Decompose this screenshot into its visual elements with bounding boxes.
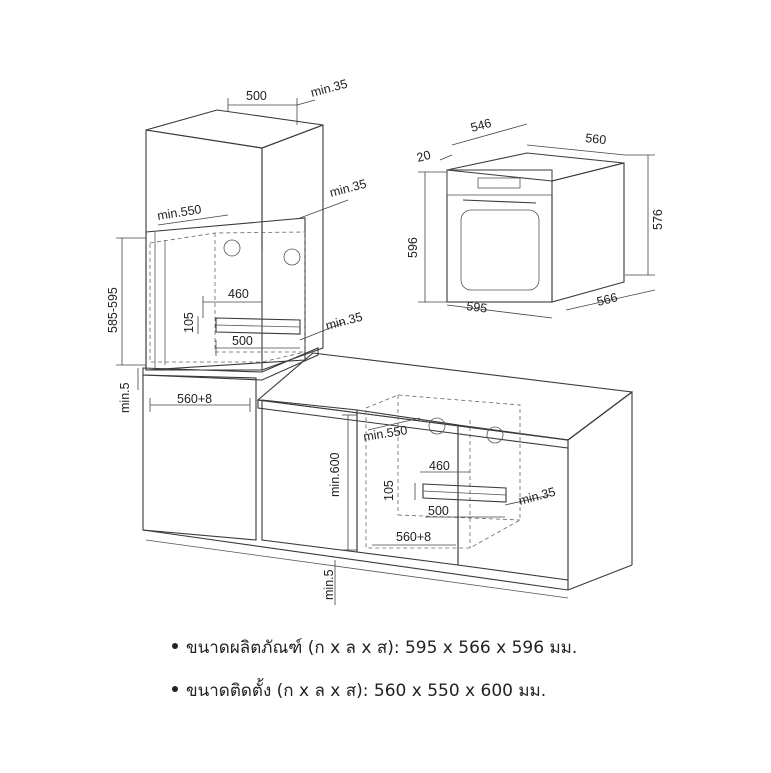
dim-oven-depth: 566 [595,290,619,309]
dim-oven-depth-total: 560 [585,131,607,147]
base-cabinets [142,352,634,599]
bullet-icon [172,643,178,649]
dim-tall-base-gap: min.5 [118,382,132,413]
dim-tall-width: 560+8 [177,392,212,406]
dim-tall-vent-height: 105 [182,312,196,333]
dim-under-base-gap: min.5 [322,569,336,600]
dim-under-depth: min.550 [362,423,408,444]
oven-window [460,209,540,291]
cable-hole-icon [223,239,241,257]
dim-tall-height: 585-595 [106,287,120,333]
dim-tall-clearance: min.35 [328,177,368,200]
oven-control-panel [446,169,553,196]
dim-under-height: min.600 [328,452,342,497]
tall-cabinet [142,109,324,381]
spec-product-size: ขนาดผลิตภัณฑ์ (ก x ล x ส): 595 x 566 x 5… [172,634,577,661]
dim-tall-depth: min.550 [156,202,202,223]
dim-oven-depth-body: 546 [469,116,493,135]
cable-hole-icon [428,417,446,435]
dim-oven-front-height: 596 [406,237,420,258]
dim-top-clearance: min.35 [309,77,349,100]
dim-under-vent-width: 460 [429,459,450,473]
dim-tall-bottom-depth: 500 [232,334,253,348]
oven-front [446,169,553,303]
cable-hole-icon [283,248,301,266]
dim-under-vent-height: 105 [382,480,396,501]
dim-under-bottom-depth: 500 [428,504,449,518]
cable-hole-icon [486,426,504,444]
dim-oven-body-height: 576 [651,209,665,230]
spec-install-size: ขนาดติดตั้ง (ก x ล x ส): 560 x 550 x 600… [172,677,546,704]
oven-display [477,177,521,189]
dim-oven-front-inset: 20 [415,148,432,165]
dim-under-width: 560+8 [396,530,431,544]
dimension-lines [116,98,656,605]
oven-handle [462,199,537,204]
dim-tall-vent-width: 460 [228,287,249,301]
spec-install-size-text: ขนาดติดตั้ง (ก x ล x ส): 560 x 550 x 600… [186,681,547,701]
bullet-icon [172,686,178,692]
dim-top-width: 500 [246,89,267,103]
dim-tall-cutout-clearance: min.35 [324,310,364,333]
dim-oven-width: 595 [466,299,488,315]
spec-product-size-text: ขนาดผลิตภัณฑ์ (ก x ล x ส): 595 x 566 x 5… [186,638,578,658]
oven [446,152,625,303]
dimension-labels: 500 min.35 min.550 min.35 585-595 460 10… [106,77,665,600]
dim-under-clearance: min.35 [517,485,557,508]
